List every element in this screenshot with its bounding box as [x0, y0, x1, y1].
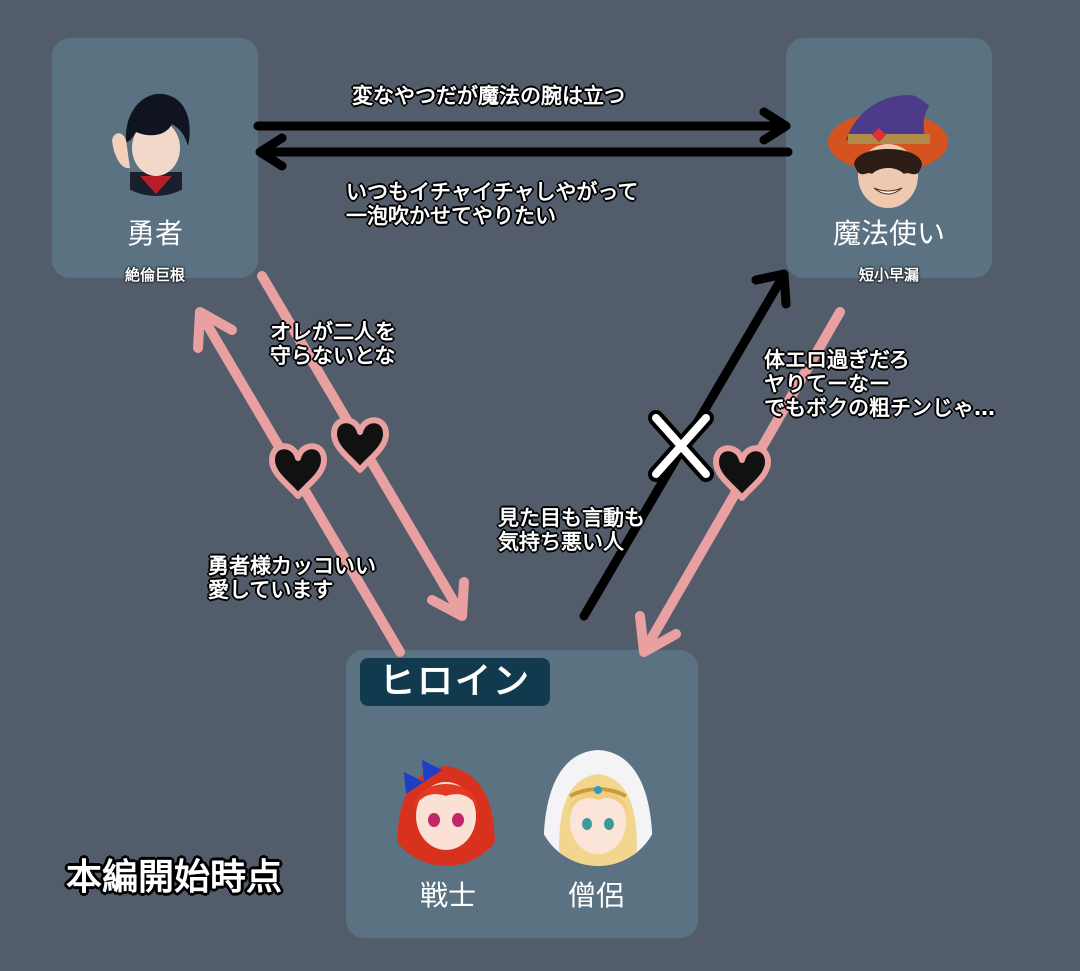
- arrowhead-heroine-to-hero: [193, 307, 237, 353]
- note-mage-to-heroine: 体エロ過ぎだろ ヤりてーなー でもボクの粗チンじゃ…: [764, 348, 995, 420]
- heart-icon: [272, 446, 324, 496]
- mage-card: 魔法使い 短小早漏: [786, 38, 992, 284]
- hero-trait: 絶倫巨根: [124, 266, 185, 284]
- note-heroine-to-mage: 見た目も言動も 気持ち悪い人: [498, 506, 645, 554]
- heart-icon: [334, 420, 386, 470]
- arrowhead-heroine-to-mage: [751, 269, 791, 309]
- rejection-x-icon: [648, 410, 714, 482]
- arrowhead-hero-to-heroine: [427, 577, 469, 621]
- hero-name: 勇者: [126, 217, 183, 250]
- note-mage-to-hero: いつもイチャイチャしやがって 一泡吹かせてやりたい: [346, 180, 639, 228]
- warrior-avatar: [384, 742, 508, 866]
- hero-card: 勇者 絶倫巨根: [52, 38, 258, 284]
- note-hero-to-heroine: オレが二人を 守らないとな: [270, 320, 396, 368]
- arrowhead-hero-to-mage: [759, 107, 791, 145]
- note-heroine-to-hero: 勇者様カッコいい 愛しています: [208, 554, 376, 602]
- hero-avatar: [100, 84, 212, 196]
- arrowhead-mage-to-hero: [255, 133, 287, 171]
- stage-label: 本編開始時点: [66, 857, 283, 898]
- priest-name: 僧侶: [567, 879, 624, 912]
- heart-icon: [716, 448, 768, 498]
- warrior-name: 戦士: [419, 879, 476, 912]
- mage-name: 魔法使い: [832, 217, 945, 250]
- mage-avatar: [826, 90, 950, 214]
- mage-trait: 短小早漏: [858, 266, 919, 284]
- note-hero-to-mage: 変なやつだが魔法の腕は立つ: [352, 84, 625, 108]
- priest-avatar: [536, 742, 660, 866]
- heroine-label: ヒロイン: [360, 658, 550, 706]
- arrowhead-mage-to-heroine: [635, 611, 681, 657]
